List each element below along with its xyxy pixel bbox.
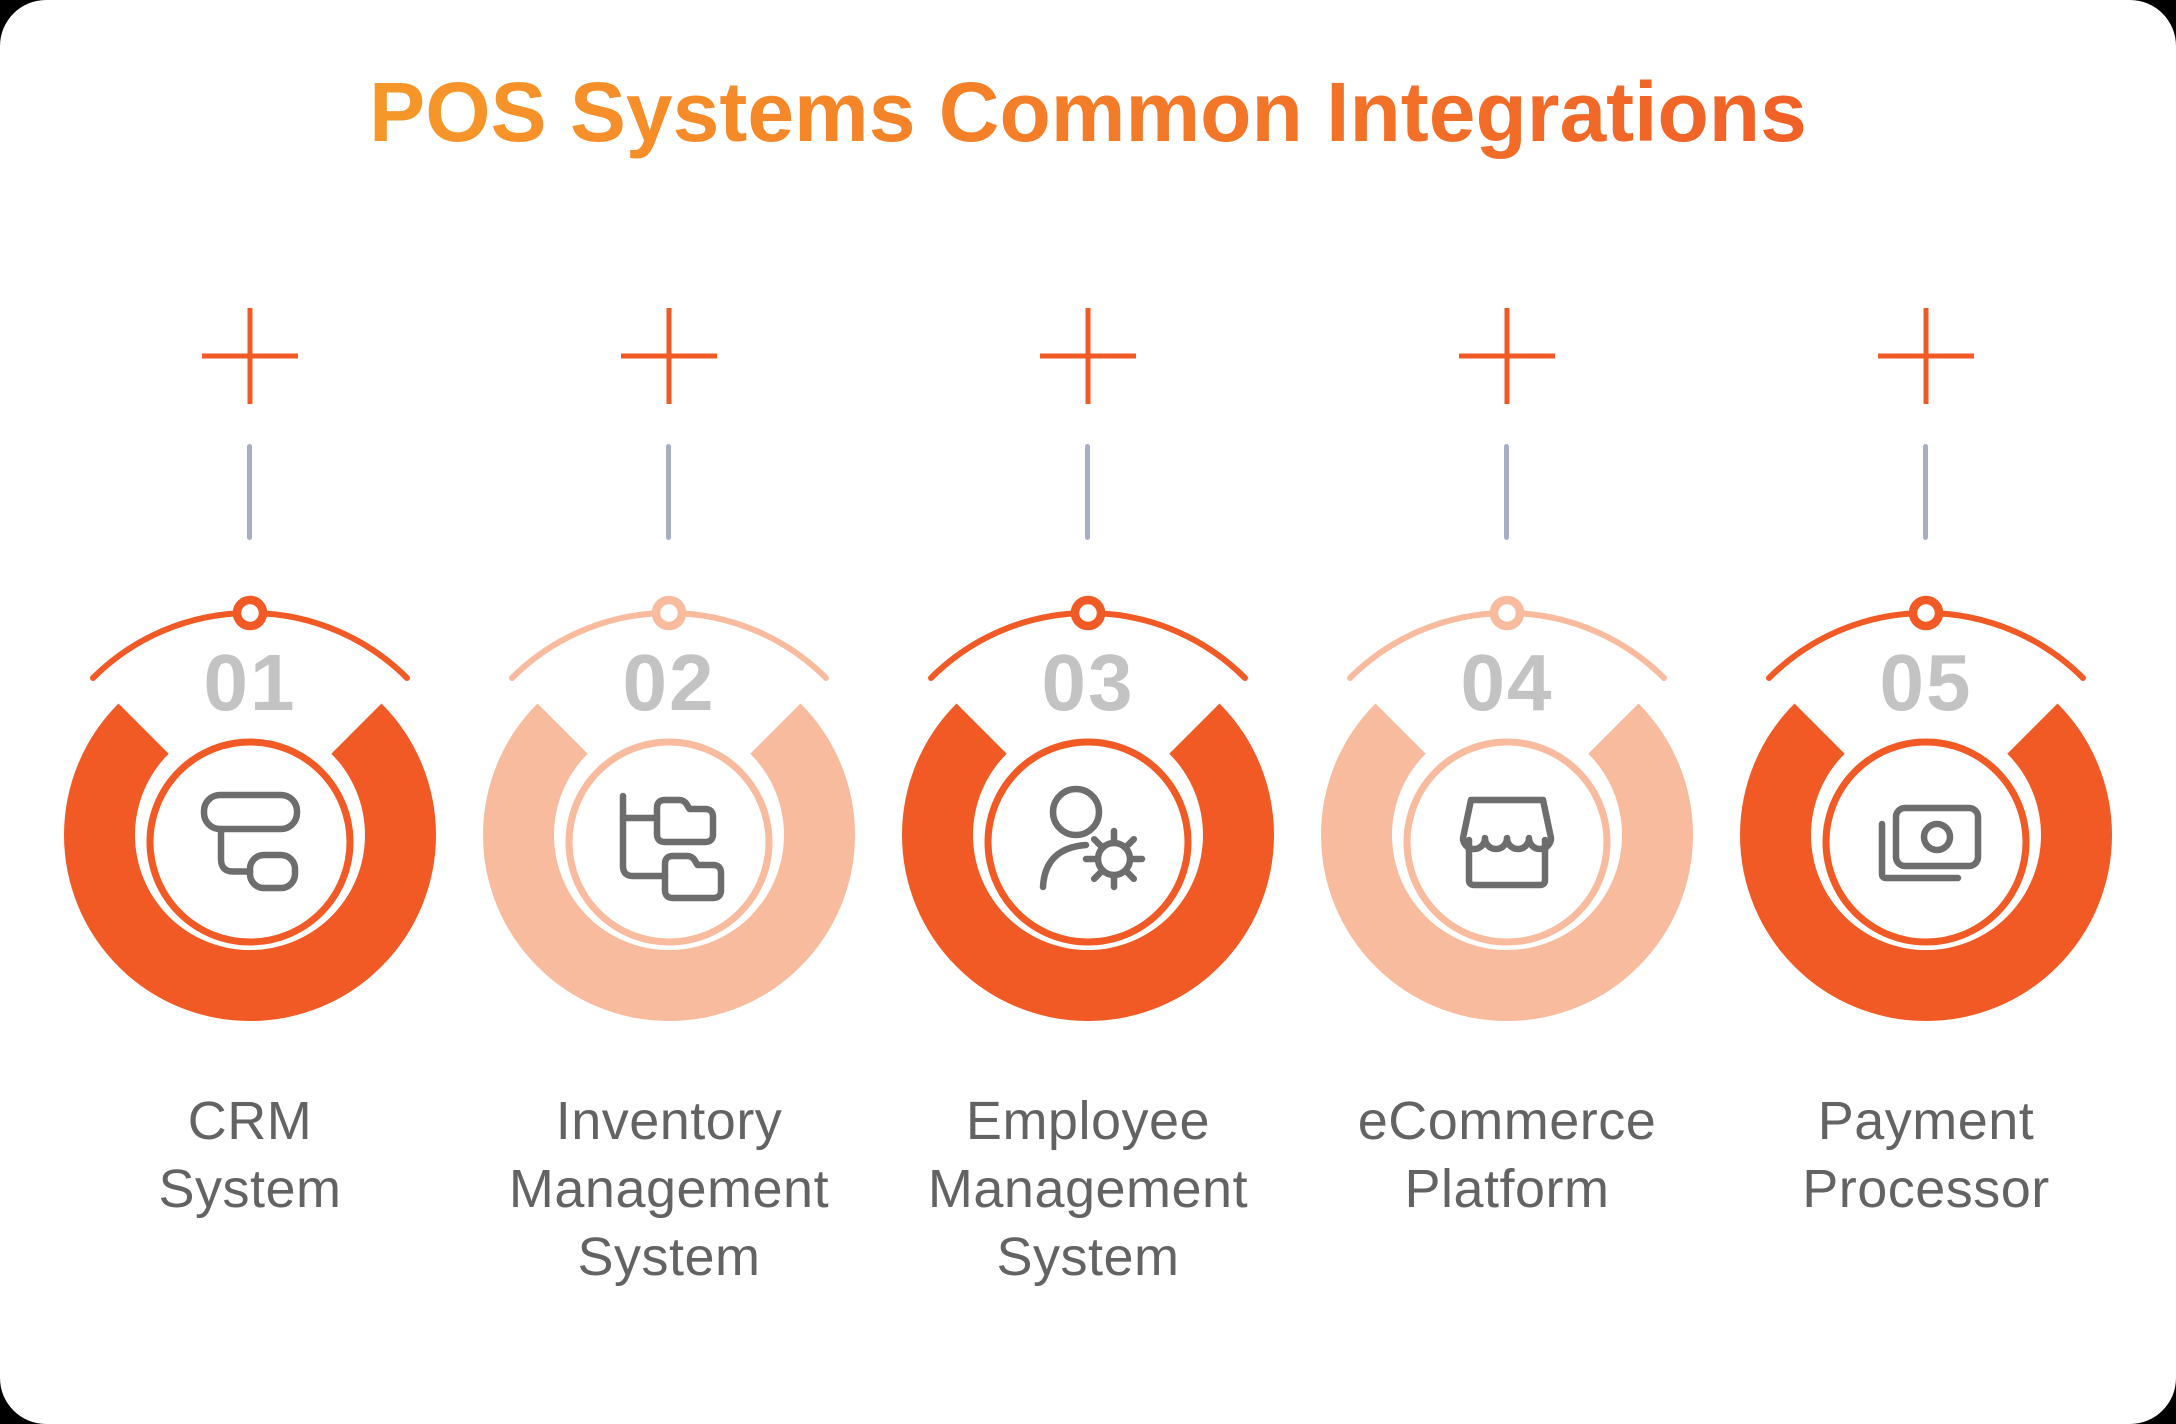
marker-dot bbox=[1908, 595, 1944, 631]
donut-graphic bbox=[64, 595, 436, 1022]
storefront-icon bbox=[1447, 782, 1567, 902]
step-number: 03 bbox=[1041, 638, 1135, 727]
plus-icon bbox=[1878, 308, 1974, 404]
donut-ring bbox=[1321, 703, 1693, 1022]
item-label: Inventory Management System bbox=[508, 1091, 830, 1287]
marker-dot bbox=[1070, 595, 1106, 631]
connector-line bbox=[1923, 444, 1928, 540]
donut-ring bbox=[902, 703, 1274, 1022]
folder-tree-icon bbox=[609, 782, 729, 902]
plus-icon bbox=[1459, 308, 1555, 404]
donut-ring bbox=[64, 703, 436, 1022]
user-gear-icon bbox=[1028, 782, 1148, 902]
integration-item-04: 04 eCommerce Platform bbox=[1277, 306, 1737, 1366]
donut-ring bbox=[483, 703, 855, 1022]
integration-item-02: 02 Inventory Management System bbox=[439, 306, 899, 1366]
connector-line bbox=[1085, 444, 1090, 540]
integration-item-01: 01 CRM System bbox=[20, 306, 480, 1366]
step-number: 04 bbox=[1460, 638, 1554, 727]
connector-line bbox=[247, 444, 252, 540]
connector-line bbox=[1504, 444, 1509, 540]
plus-icon bbox=[1040, 308, 1136, 404]
item-label: Employee Management System bbox=[927, 1091, 1249, 1287]
donut-graphic bbox=[902, 595, 1274, 1022]
marker-dot bbox=[651, 595, 687, 631]
page-title: POS Systems Common Integrations bbox=[0, 64, 2176, 161]
connector-line bbox=[666, 444, 671, 540]
step-number: 02 bbox=[622, 638, 716, 727]
donut-ring bbox=[1740, 703, 2112, 1022]
integration-item-05: 05 Payment Processor bbox=[1696, 306, 2156, 1366]
inner-circle bbox=[984, 738, 1192, 946]
item-label: Payment Processor bbox=[1802, 1091, 2050, 1219]
inner-circle bbox=[146, 738, 354, 946]
item-label: eCommerce Platform bbox=[1357, 1091, 1657, 1219]
plus-icon bbox=[202, 308, 298, 404]
banknote-icon bbox=[1866, 782, 1986, 902]
marker-dot bbox=[232, 595, 268, 631]
step-number: 01 bbox=[203, 638, 297, 727]
marker-dot bbox=[1489, 595, 1525, 631]
step-number: 05 bbox=[1879, 638, 1973, 727]
plus-icon bbox=[621, 308, 717, 404]
crm-flowchart-icon bbox=[190, 782, 310, 902]
integration-item-03: 03 Employee Management System bbox=[858, 306, 1318, 1366]
item-label: CRM System bbox=[158, 1091, 342, 1219]
